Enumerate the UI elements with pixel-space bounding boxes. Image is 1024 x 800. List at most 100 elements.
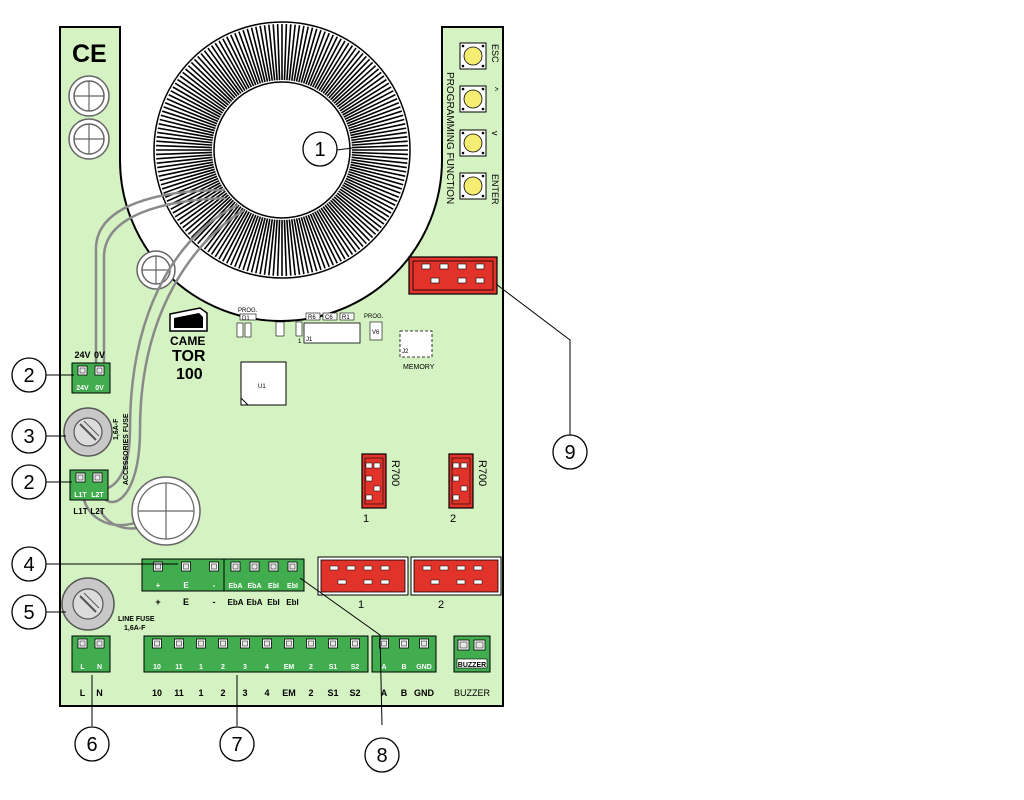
- callout-number: 7: [231, 734, 242, 756]
- terminal-bottom-label: -: [213, 597, 216, 607]
- mounting-screw-icon: [68, 75, 110, 117]
- terminal-bottom-label: A: [381, 688, 388, 698]
- svg-text:1,6A-F: 1,6A-F: [124, 625, 146, 632]
- callout-9: 8: [364, 737, 400, 773]
- terminal-bottom-label: EbI: [267, 598, 279, 607]
- terminal-pin-label: BUZZER: [458, 662, 486, 669]
- terminal-bottom-label: 1: [198, 688, 203, 698]
- u1-chip: U1: [240, 361, 287, 406]
- programming-button-label: ESC: [490, 44, 500, 63]
- small-components: PROG. D1 R6 C6 R1 J1 1 PROG. V6 J2 MEMOR…: [236, 308, 435, 371]
- accessories-fuse: 1,6A-F ACCESSORIES FUSE: [63, 407, 130, 485]
- terminal-bottom-label: 11: [174, 688, 184, 698]
- terminal-pin-label: EbA: [229, 583, 243, 590]
- terminal-pin-label: 2: [309, 664, 313, 671]
- terminal-bottom-label: EbI: [286, 598, 298, 607]
- leader-lines: [45, 147, 571, 726]
- svg-text:J1: J1: [306, 337, 313, 343]
- terminal-pin-label: 11: [175, 664, 183, 671]
- svg-text:V6: V6: [372, 330, 380, 336]
- svg-text:R6: R6: [308, 315, 316, 321]
- terminal-top-label: 24V: [74, 350, 90, 360]
- callout-4: 2: [11, 464, 47, 500]
- red-connector-1: 1: [317, 556, 409, 611]
- terminal-bottom-label: L1T: [73, 507, 87, 516]
- programming-button-4[interactable]: ENTER: [459, 172, 500, 205]
- red-connector-2: 2: [410, 556, 502, 611]
- terminal-bottom-label: S2: [349, 688, 360, 698]
- terminal-pin-label: B: [401, 664, 406, 671]
- svg-text:J2: J2: [402, 349, 409, 355]
- programming-button-1[interactable]: ESC: [459, 42, 500, 70]
- terminal-pin-label: L2T: [91, 492, 104, 499]
- callout-10: 9: [552, 434, 588, 470]
- r700-connector-1: R700 1: [361, 453, 401, 525]
- callout-6: 5: [11, 594, 47, 630]
- terminal-pin-label: 3: [243, 664, 247, 671]
- terminal-bottom-label: GND: [414, 688, 435, 698]
- terminal-pin-label: S2: [351, 664, 360, 671]
- terminal-bottom-label: L: [80, 688, 86, 698]
- large-mounting-screw-icon: [131, 476, 201, 546]
- svg-text:PROG.: PROG.: [364, 314, 384, 320]
- terminal-pin-label: EbI: [287, 583, 298, 590]
- terminal-pin-label: S1: [329, 664, 338, 671]
- terminal-bottom-label: EbA: [228, 598, 244, 607]
- svg-text:CAME: CAME: [170, 334, 205, 348]
- callout-number: 4: [23, 554, 34, 576]
- terminal-bottom-label: 2: [220, 688, 225, 698]
- callout-7: 6: [74, 726, 110, 762]
- callout-3: 3: [11, 418, 47, 454]
- callout-2: 2: [11, 357, 47, 393]
- svg-text:ACCESSORIES FUSE: ACCESSORIES FUSE: [123, 413, 130, 485]
- svg-text:1: 1: [358, 599, 364, 611]
- terminal-pin-label: -: [213, 581, 216, 590]
- terminal-pin-label: EbA: [248, 583, 262, 590]
- svg-text:R700: R700: [476, 460, 488, 486]
- svg-text:1,6A-F: 1,6A-F: [113, 418, 120, 440]
- programming-button-2[interactable]: ^: [459, 85, 500, 113]
- svg-text:C6: C6: [325, 315, 333, 321]
- terminal-bottom-label: 4: [264, 688, 269, 698]
- svg-text:U1: U1: [258, 384, 266, 390]
- terminal-bottom-label: BUZZER: [454, 688, 491, 698]
- terminal-pin-label: L: [80, 664, 85, 671]
- terminal-pin-label: 4: [265, 664, 269, 671]
- callout-number: 2: [23, 472, 34, 494]
- terminal-pin-label: 2: [221, 664, 225, 671]
- terminal-bottom-label: EM: [282, 688, 296, 698]
- programming-button-label: v: [490, 131, 500, 136]
- programming-function-label: PROGRAMMING FUNCTION: [444, 72, 455, 204]
- toroidal-transformer: [153, 21, 411, 279]
- terminal-bottom-label: N: [96, 688, 103, 698]
- svg-text:LINE FUSE: LINE FUSE: [118, 616, 155, 623]
- terminal-pin-label: A: [381, 664, 386, 671]
- mounting-screw-icon: [68, 118, 110, 160]
- terminal-pin-label: +: [156, 581, 161, 590]
- callout-number: 1: [314, 139, 325, 161]
- terminal-buzzer: BUZZER BUZZER: [453, 635, 491, 698]
- svg-text:R700: R700: [389, 460, 401, 486]
- svg-text:2: 2: [450, 513, 456, 525]
- terminal-pin-label: N: [97, 664, 102, 671]
- terminal-bottom-label: EbA: [247, 598, 263, 607]
- terminal-pin-label: EbI: [268, 583, 279, 590]
- terminal-bottom-label: E: [183, 597, 189, 607]
- svg-text:D1: D1: [242, 316, 250, 322]
- terminal-bottom-label: 2: [308, 688, 313, 698]
- line-fuse: LINE FUSE 1,6A-F: [61, 577, 155, 632]
- terminal-bottom-label: L2T: [90, 507, 104, 516]
- svg-text:2: 2: [438, 599, 444, 611]
- svg-text:MEMORY: MEMORY: [403, 364, 435, 371]
- terminal-pin-label: 0V: [95, 385, 104, 392]
- terminal-pin-label: EM: [284, 664, 295, 671]
- programming-button-3[interactable]: v: [459, 129, 500, 157]
- terminal-pin-label: 10: [153, 664, 161, 671]
